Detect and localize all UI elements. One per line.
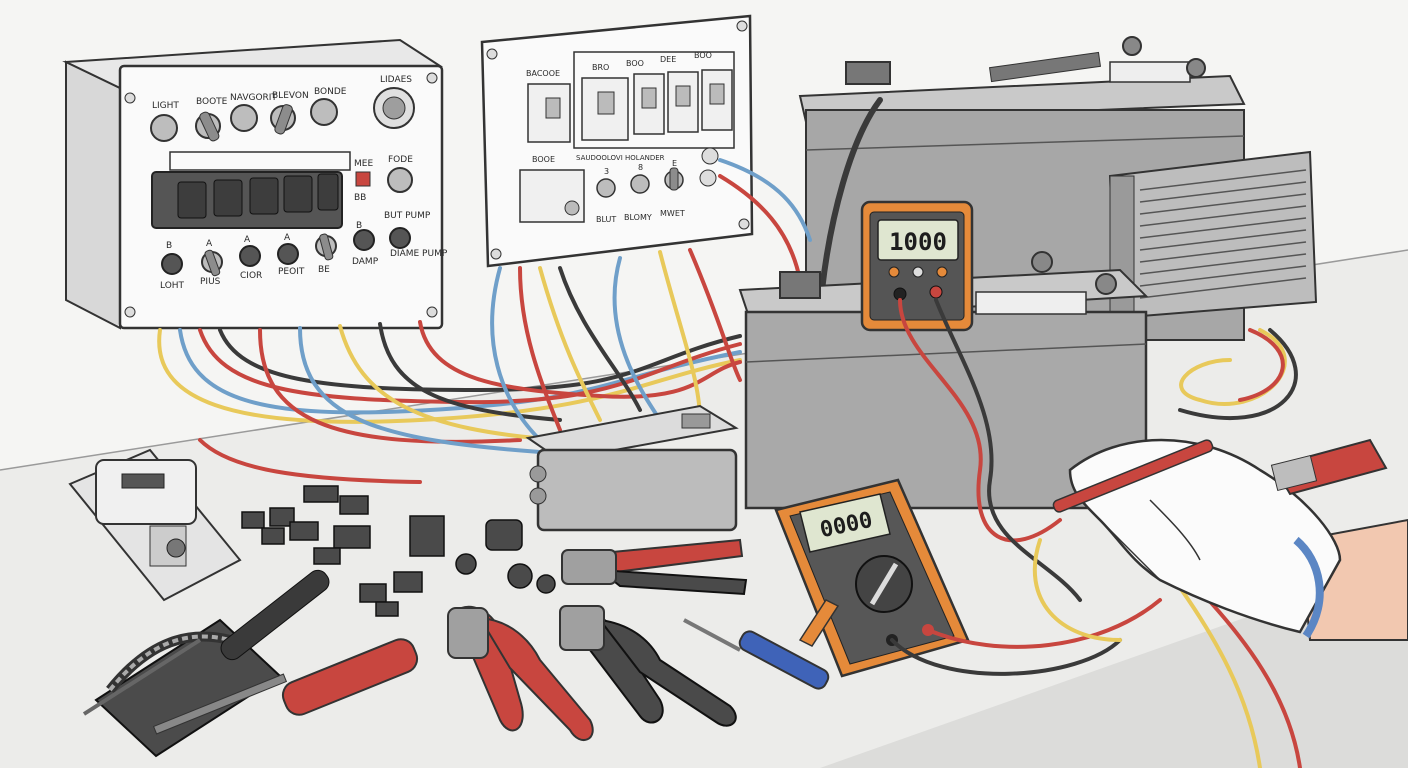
panel-label: A	[244, 235, 251, 245]
panel-label: BE	[318, 265, 330, 275]
knob-icon	[230, 104, 258, 132]
panel-number: 3	[604, 167, 609, 176]
panel-label: PEOIT	[278, 267, 305, 277]
screwdriver-icon	[683, 618, 830, 690]
panel-label: B	[356, 221, 362, 231]
breaker-label: BOO	[626, 59, 644, 68]
screwdriver-icon	[152, 638, 419, 735]
panel-label: BB	[354, 193, 366, 203]
connector-icon	[68, 448, 242, 602]
panel-label: BONDE	[314, 87, 347, 97]
knob-icon	[150, 114, 178, 142]
test-leads	[898, 298, 1082, 602]
crimper-icon	[559, 605, 737, 727]
panel-label: LOHT	[160, 281, 185, 291]
knob-icon	[387, 167, 413, 193]
switch-panel-icon: LIGHT BOOTE NAVGORIT BLEVON BONDE LIDAES…	[62, 38, 448, 330]
panel-label: DIAME PUMP	[390, 249, 448, 259]
panel-label: A	[206, 239, 213, 249]
soldering-iron-icon	[82, 569, 330, 758]
panel-label: BLEVON	[272, 91, 309, 101]
panel-label: FODE	[388, 155, 413, 165]
panel-label: BOOE	[532, 155, 555, 164]
panel-label: A	[284, 233, 291, 243]
panel-label: BLUT	[596, 215, 616, 224]
pliers-icon	[447, 605, 594, 741]
crimper-icon	[561, 538, 748, 596]
indicator-light-icon	[355, 171, 371, 187]
multimeter-icon: 0000	[774, 478, 970, 678]
panel-label: MEE	[354, 159, 373, 169]
junction-box-icon	[525, 404, 739, 532]
panel-label: NAVGORIT	[230, 93, 277, 103]
panel-label: MWET	[660, 209, 685, 218]
connector-icon	[1270, 438, 1388, 496]
breaker-panel-icon: BACOOE BRO BOO DEE BOO BOOE SAUDOOLOVI H…	[480, 14, 754, 268]
panel-label: BLOMY	[624, 213, 652, 222]
panel-label: DAMP	[352, 257, 379, 267]
knob-icon	[310, 98, 338, 126]
panel-number: 8	[638, 163, 643, 172]
panel-number: E	[672, 159, 677, 168]
breaker-label: BRO	[592, 63, 609, 72]
gauge-label: LIDAES	[380, 75, 412, 85]
panel-label: BUT PUMP	[384, 211, 431, 221]
panel-header: SAUDOOLOVI HOLANDER	[576, 154, 665, 162]
wire-harness	[157, 97, 1298, 484]
connector-icon	[241, 485, 556, 617]
panel-label: LIGHT	[152, 101, 179, 111]
panel-label: CIOR	[240, 271, 262, 281]
breaker-label: BOO	[694, 51, 712, 60]
probe-icon	[1052, 439, 1214, 513]
breaker-label: DEE	[660, 55, 676, 64]
panel-label: BOOTE	[196, 97, 228, 107]
meter-display: 1000	[889, 228, 947, 256]
breaker-label: BACOOE	[526, 69, 560, 78]
multimeter-icon: 1000	[860, 200, 974, 332]
glove-hand-icon	[1052, 438, 1408, 641]
panel-label: B	[166, 241, 172, 251]
panel-label: PIUS	[200, 277, 221, 287]
